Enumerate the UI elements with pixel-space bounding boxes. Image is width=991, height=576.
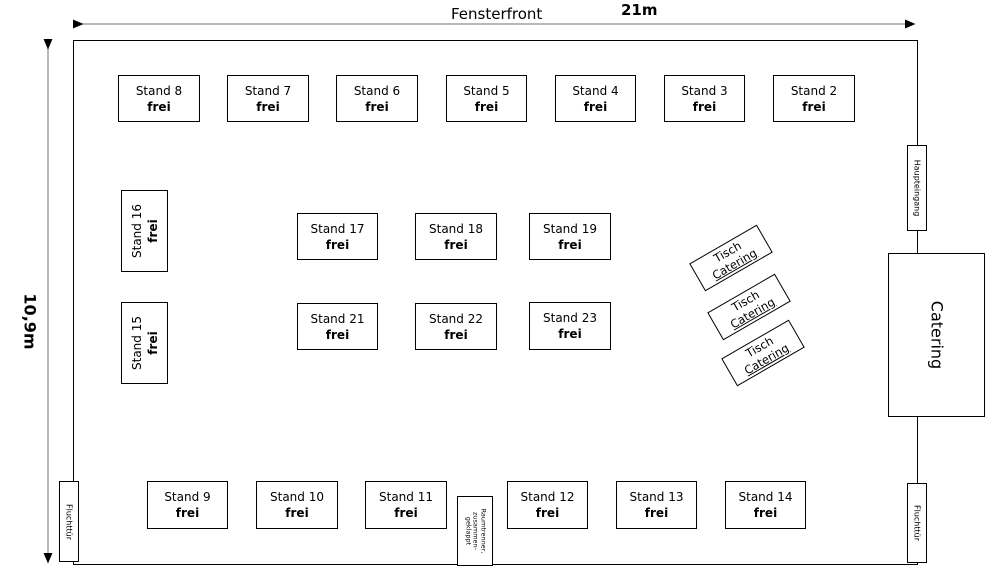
stand-name: Stand 3 <box>681 83 728 98</box>
stand-14[interactable]: Stand 14 frei <box>725 481 806 529</box>
main-entrance-label: Haupteingang <box>912 159 922 217</box>
stand-name: Stand 21 <box>310 311 365 326</box>
stand-status: frei <box>558 237 582 252</box>
stand-name: Stand 23 <box>543 311 597 325</box>
stand-name: Stand 14 <box>738 490 793 504</box>
stand-status: frei <box>175 506 200 520</box>
stand-status: frei <box>325 237 350 252</box>
stand-name: Stand 8 <box>135 83 183 98</box>
emergency-exit-left[interactable]: Fluchttür <box>59 481 79 562</box>
stand-name: Stand 11 <box>379 490 433 504</box>
stand-status: frei <box>325 327 350 342</box>
stand-status: frei <box>802 99 826 114</box>
stand-status: frei <box>365 99 389 114</box>
stand-name: Stand 13 <box>629 490 684 504</box>
stand-status: frei <box>147 99 171 114</box>
stand-name: Stand 22 <box>429 311 483 326</box>
stand-13[interactable]: Stand 13 frei <box>616 481 697 529</box>
stand-status: frei <box>474 99 499 114</box>
stand-name: Stand 19 <box>543 221 597 236</box>
stand-status: frei <box>753 506 778 520</box>
stand-status: frei <box>256 99 280 114</box>
stand-name: Stand 2 <box>790 83 838 98</box>
stand-name: Stand 17 <box>310 221 365 236</box>
room-divider[interactable]: Raumtrenner, zusammen- geklappt <box>457 496 493 566</box>
stand-name: Stand 15 <box>129 316 144 370</box>
stand-status: frei <box>535 506 560 520</box>
stand-name: Stand 9 <box>164 490 211 504</box>
main-entrance[interactable]: Haupteingang <box>907 145 927 231</box>
emergency-exit-left-label: Fluchttür <box>64 503 74 540</box>
stand-status: frei <box>692 99 717 114</box>
stand-status: frei <box>394 506 418 520</box>
stand-name: Stand 16 <box>129 204 144 258</box>
window-front-label: Fensterfront <box>451 5 543 23</box>
stand-name: Stand 5 <box>463 83 510 98</box>
stand-name: Stand 6 <box>353 83 401 98</box>
stand-12[interactable]: Stand 12 frei <box>507 481 588 529</box>
stand-9[interactable]: Stand 9 frei <box>147 481 228 529</box>
width-label: 21m <box>621 1 658 19</box>
stand-name: Stand 7 <box>244 83 292 98</box>
stand-23[interactable]: Stand 23 frei <box>529 302 611 350</box>
catering-area-label: Catering <box>927 300 946 370</box>
stand-10[interactable]: Stand 10 frei <box>256 481 338 529</box>
stand-status: frei <box>644 506 669 520</box>
stand-status: frei <box>583 99 608 114</box>
stand-11[interactable]: Stand 11 frei <box>365 481 447 529</box>
stand-status: frei <box>558 327 582 341</box>
stand-status: frei <box>145 219 160 243</box>
stand-status: frei <box>285 506 309 520</box>
stand-name: Stand 10 <box>270 490 324 504</box>
emergency-exit-right[interactable]: Fluchttür <box>907 483 927 563</box>
stand-name: Stand 18 <box>429 221 483 236</box>
stand-name: Stand 12 <box>520 490 575 504</box>
room-divider-label: Raumtrenner, zusammen- geklappt <box>464 508 488 554</box>
height-label: 10,9m <box>20 293 40 350</box>
stand-status: frei <box>444 237 468 252</box>
stand-name: Stand 4 <box>572 83 619 98</box>
catering-area[interactable]: Catering <box>888 253 985 417</box>
emergency-exit-right-label: Fluchttür <box>912 505 922 541</box>
stand-status: frei <box>145 331 160 355</box>
stand-status: frei <box>444 327 468 342</box>
